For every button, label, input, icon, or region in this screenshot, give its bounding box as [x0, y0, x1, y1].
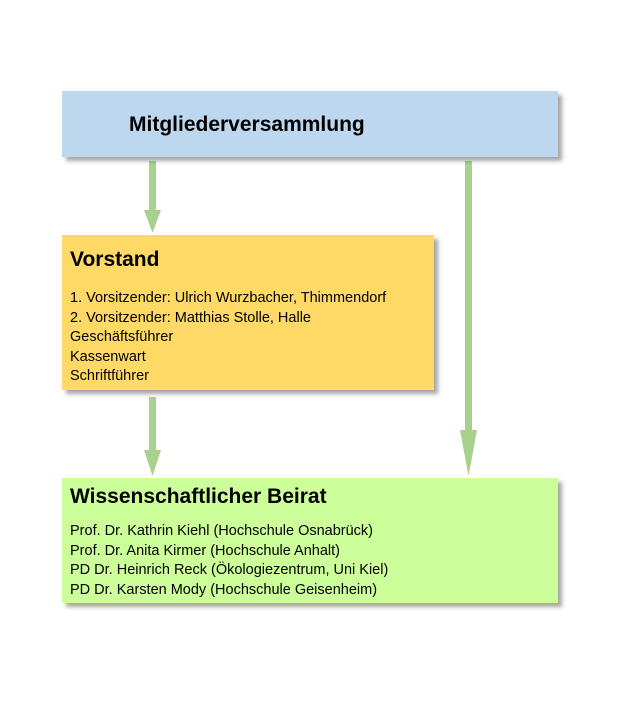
mitgliederversammlung-box: Mitgliederversammlung: [62, 91, 558, 157]
vorstand-line: 1. Vorsitzender: Ulrich Wurzbacher, Thim…: [70, 290, 387, 306]
beirat-line: Prof. Dr. Anita Kirmer (Hochschule Anhal…: [70, 542, 340, 559]
arrow-vorstand-to-beirat: [144, 397, 161, 476]
vorstand-title: Vorstand: [70, 248, 160, 271]
beirat-box: Wissenschaftlicher Beirat Prof. Dr. Kath…: [62, 478, 558, 603]
beirat-title: Wissenschaftlicher Beirat: [70, 485, 327, 508]
vorstand-line: Geschäftsführer: [70, 329, 174, 345]
beirat-line: PD Dr. Heinrich Reck (Ökologiezentrum, U…: [70, 562, 389, 578]
beirat-line: Prof. Dr. Kathrin Kiehl (Hochschule Osna…: [70, 523, 374, 539]
vorstand-line: 2. Vorsitzender: Matthias Stolle, Halle: [70, 309, 311, 326]
vorstand-box: Vorstand 1. Vorsitzender: Ulrich Wurzbac…: [62, 235, 434, 390]
arrow-top-to-beirat: [460, 161, 477, 476]
vorstand-list: 1. Vorsitzender: Ulrich Wurzbacher, Thim…: [70, 289, 386, 387]
vorstand-line: Kassenwart: [70, 348, 146, 365]
beirat-line: PD Dr. Karsten Mody (Hochschule Geisenhe…: [70, 581, 378, 598]
arrow-top-to-vorstand: [144, 161, 161, 233]
mitgliederversammlung-title: Mitgliederversammlung: [129, 113, 365, 136]
beirat-list: Prof. Dr. Kathrin Kiehl (Hochschule Osna…: [70, 522, 388, 600]
vorstand-line: Schriftführer: [70, 368, 149, 384]
